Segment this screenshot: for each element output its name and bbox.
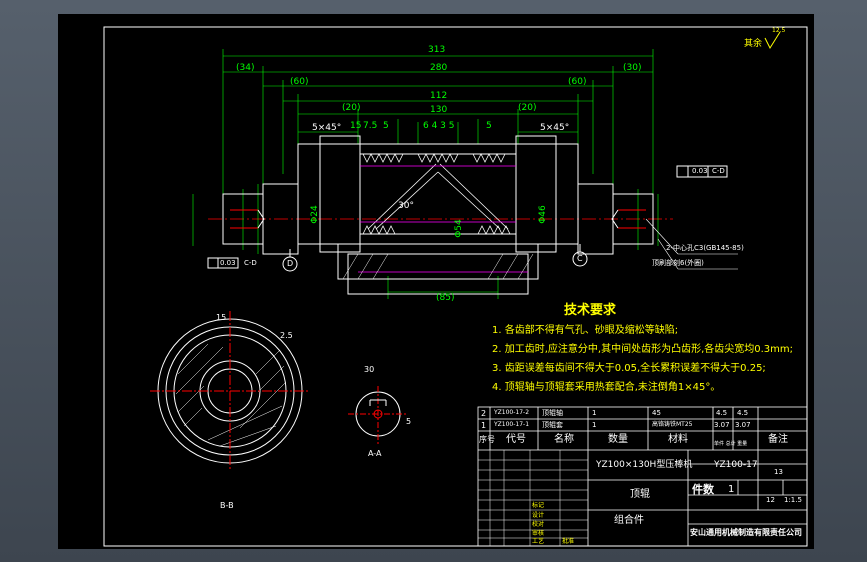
sig-row-2: 设计	[532, 512, 545, 519]
roughness-label: 其余	[744, 39, 763, 49]
bom-head-weight: 单件 总计 重量	[714, 441, 748, 447]
drawing-sheet: 其余 12.5 313 (34) 280 (30) (60) (60) 112 …	[58, 14, 814, 549]
tech-item-4: 4. 顶辊轴与顶辊套采用热套配合,未注倒角1×45°。	[492, 382, 721, 393]
bom-row-1-w1: 3.07	[714, 421, 730, 429]
tol-left-datum: C-D	[244, 259, 257, 267]
bom-head-note: 备注	[768, 434, 788, 445]
dim-20a: (20)	[342, 103, 361, 113]
sig-row-6: 批准	[562, 538, 575, 545]
left-shaft	[222, 183, 299, 255]
tol-right-datum: C-D	[712, 167, 725, 175]
count-value: 1	[728, 484, 735, 495]
dia-mid: Φ54	[453, 219, 464, 238]
dim-overall: 313	[428, 45, 446, 55]
center-note-2: 顶刷部刻6(外圈)	[652, 259, 704, 267]
title-table	[477, 406, 808, 547]
sig-row-1: 标记	[532, 502, 545, 509]
dia-left: Φ24	[309, 205, 320, 224]
assembly-label: 组合件	[614, 515, 644, 526]
bom-row-1-code: YZ100-17-1	[494, 421, 530, 428]
center-note: 2-中心孔C3(GB145-85)	[666, 244, 744, 252]
bom-row-2-w1: 4.5	[716, 409, 728, 417]
drawing-number: YZ100-17	[714, 460, 758, 470]
inner-bore	[358, 165, 528, 273]
sig-row-5: 工艺	[532, 538, 545, 545]
gear-teeth	[362, 153, 511, 235]
datum-c: C	[577, 254, 583, 263]
dim-20b: (20)	[518, 103, 537, 113]
dim-60b: (60)	[568, 77, 587, 87]
bom-row-1-material: 高铬铸铁MT25	[652, 421, 693, 428]
drawing-frame	[103, 26, 808, 547]
roller-body	[297, 135, 579, 295]
roughness-value: 12.5	[772, 27, 786, 34]
bom-head-no: 序号	[479, 435, 495, 444]
bom-row-1-w2: 3.07	[735, 421, 751, 429]
bom-head-code: 代号	[506, 434, 526, 445]
dim-34: (34)	[236, 63, 255, 73]
bom-head-name: 名称	[554, 434, 574, 445]
bom-row-1-no: 1	[481, 421, 487, 430]
tech-title: 技术要求	[564, 303, 617, 318]
dim-130: 130	[430, 105, 448, 115]
bom-row-2-code: YZ100-17-2	[494, 409, 530, 416]
sec-b-side: 2.5	[280, 331, 293, 340]
leaders	[645, 218, 738, 270]
sig-row-4: 审核	[532, 530, 545, 537]
dim-5b: 5	[486, 121, 492, 131]
sec-b-top: 15	[216, 313, 227, 322]
sig-row-3: 校对	[532, 521, 545, 528]
count-label: 件数	[692, 483, 714, 496]
dia-right: Φ46	[537, 205, 548, 224]
tech-item-1: 1. 各齿部不得有气孔、砂眼及缩松等缺陷;	[492, 325, 679, 336]
sec-a-side: 5	[406, 417, 412, 426]
dim-280: 280	[430, 63, 448, 73]
dim-5a: 5	[383, 121, 389, 131]
lower-hatch	[342, 253, 534, 280]
bom-row-2-qty: 1	[592, 409, 597, 417]
dim-30: (30)	[623, 63, 642, 73]
chamfer-left: 5×45°	[312, 123, 342, 133]
dim-112: 112	[430, 91, 448, 101]
engineering-drawing	[103, 26, 808, 547]
product-name: YZ100×130H型压棒机	[596, 460, 693, 470]
bom-head-material: 材料	[668, 434, 688, 445]
tech-item-2: 2. 加工齿时,应注意分中,其中间处齿形为凸齿形,各齿尖宽均0.3mm;	[492, 344, 794, 355]
bom-row-1-name: 顶辊套	[542, 421, 563, 429]
dim-60a: (60)	[290, 77, 309, 87]
dim-15: 15	[350, 121, 362, 131]
sheet-total: 12	[766, 496, 775, 504]
tol-left-value: 0.03	[220, 259, 236, 267]
section-b-label: B-B	[220, 501, 234, 510]
bom-row-2-name: 顶辊轴	[542, 409, 563, 417]
roughness-symbol	[764, 31, 781, 50]
datum-markers	[207, 165, 728, 272]
bom-row-2-no: 2	[481, 409, 487, 418]
tech-item-3: 3. 齿距误差每齿间不得大于0.05,全长累积误差不得大于0.25;	[492, 363, 766, 374]
company-name: 安山通用机械制造有限责任公司	[690, 528, 802, 537]
tol-right-value: 0.03	[692, 167, 708, 175]
section-a-label: A-A	[368, 449, 382, 458]
bom-row-2-w2: 4.5	[737, 409, 749, 417]
sheet-no: 13	[774, 468, 783, 476]
part-name: 顶辊	[630, 489, 650, 500]
chamfer-right: 5×45°	[540, 123, 570, 133]
bom-row-2-material: 45	[652, 409, 661, 417]
section-a-view	[348, 386, 408, 444]
section-b-view	[150, 311, 310, 471]
dim-6435: 6 4 3 5	[423, 121, 455, 131]
bom-head-qty: 数量	[608, 434, 628, 445]
scale: 1:1.5	[784, 496, 802, 504]
bom-row-1-qty: 1	[592, 421, 597, 429]
dim-85: (85)	[436, 293, 455, 303]
datum-d: D	[287, 259, 294, 268]
sec-a-top: 30	[364, 365, 375, 374]
dim-7-5: 7.5	[363, 121, 378, 131]
dim-angle: 30°	[398, 201, 414, 211]
